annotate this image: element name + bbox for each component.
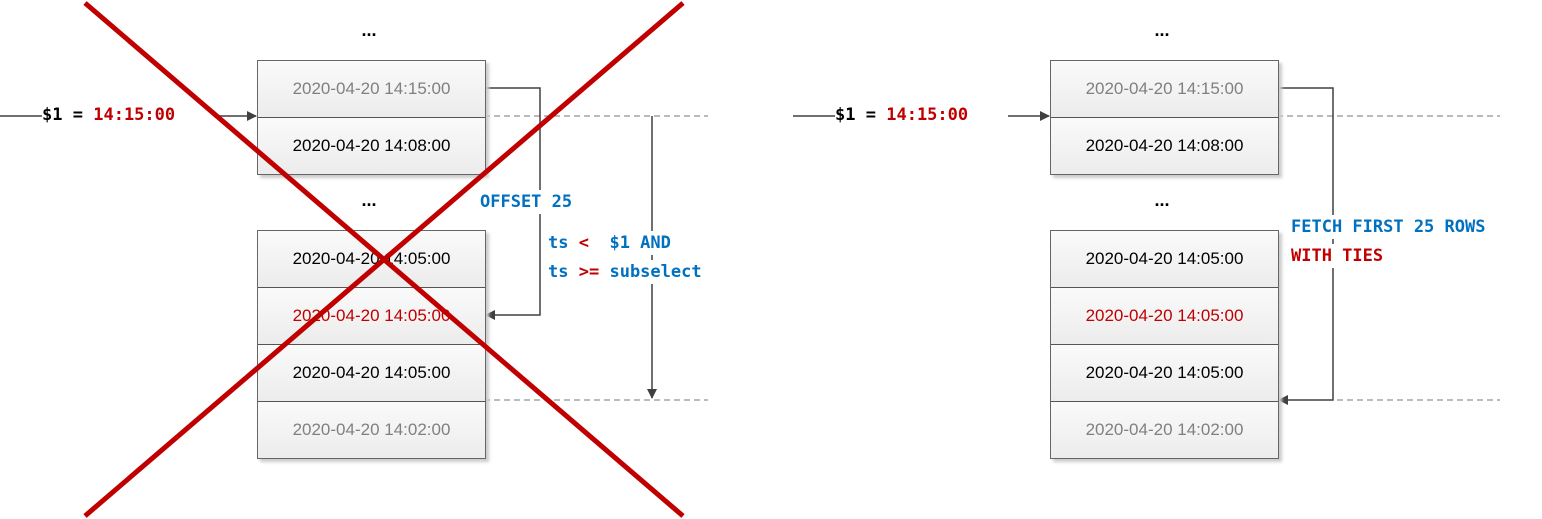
table-row: 2020-04-20 14:05:00 [1051, 344, 1278, 401]
param-label: $1 = 14:15:00 [42, 105, 176, 125]
condition-line-2: ts >= subselect [548, 260, 702, 284]
ellipsis-top-right: ... [1154, 20, 1170, 40]
table-row: 2020-04-20 14:08:00 [1051, 117, 1278, 174]
offset-label: OFFSET 25 [480, 190, 573, 214]
top-rows-box: 2020-04-20 14:15:00 2020-04-20 14:08:00 [257, 60, 486, 175]
param-label-right: $1 = 14:15:00 [835, 105, 969, 125]
table-row: 2020-04-20 14:05:00 [258, 231, 485, 287]
table-row: 2020-04-20 14:15:00 [1051, 61, 1278, 117]
table-row: 2020-04-20 14:15:00 [258, 61, 485, 117]
ellipsis-mid-right: ... [1154, 190, 1170, 210]
table-row: 2020-04-20 14:05:00 [258, 344, 485, 401]
condition-line-1: ts < $1 AND [548, 231, 671, 255]
bottom-rows-box-right: 2020-04-20 14:05:00 2020-04-20 14:05:00 … [1050, 230, 1279, 459]
cross-line-2 [83, 1, 685, 518]
with-ties-label: WITH TIES [1291, 244, 1384, 268]
ellipsis-mid: ... [361, 190, 377, 210]
table-row: 2020-04-20 14:05:00 [1051, 231, 1278, 287]
top-rows-box-right: 2020-04-20 14:15:00 2020-04-20 14:08:00 [1050, 60, 1279, 175]
table-row: 2020-04-20 14:05:00 [1051, 287, 1278, 344]
fetch-label: FETCH FIRST 25 ROWS [1291, 215, 1486, 239]
table-row: 2020-04-20 14:02:00 [1051, 401, 1278, 458]
ellipsis-top: ... [361, 20, 377, 40]
table-row: 2020-04-20 14:08:00 [258, 117, 485, 174]
table-row: 2020-04-20 14:02:00 [258, 401, 485, 458]
